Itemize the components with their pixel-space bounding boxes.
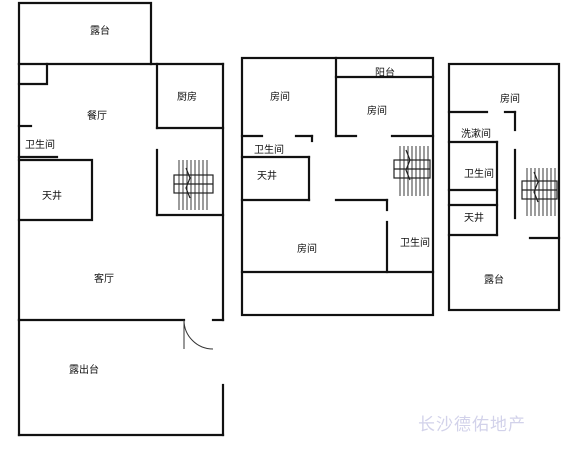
terrace-top-outline — [17, 1, 153, 66]
floor-2-plan — [240, 56, 435, 317]
wall — [17, 62, 49, 86]
label-balcony: 阳台 — [375, 66, 395, 79]
door-swing — [183, 319, 214, 350]
label-skywell-floor-3: 天井 — [464, 211, 484, 224]
label-bathroom-floor-2-left: 卫生间 — [254, 143, 284, 156]
label-room-floor-3: 房间 — [500, 92, 520, 105]
label-bathroom-floor-2-right: 卫生间 — [400, 236, 430, 249]
label-room-floor-2-right: 房间 — [367, 104, 387, 117]
label-room-floor-2-bottom: 房间 — [297, 242, 317, 255]
skywell-outline — [17, 158, 94, 222]
label-laundry-room: 洗漱间 — [461, 127, 491, 140]
staircase-floor-1 — [173, 160, 214, 210]
label-dining-room: 餐厅 — [87, 109, 107, 122]
floor-3-plan — [447, 62, 561, 312]
label-outdoor-terrace: 露出台 — [69, 363, 99, 376]
label-living-room: 客厅 — [94, 272, 114, 285]
label-terrace-floor-3: 露台 — [484, 273, 504, 286]
label-skywell-floor-1: 天井 — [42, 189, 62, 202]
watermark-text: 长沙德佑地产 — [418, 415, 526, 435]
label-kitchen: 厨房 — [177, 90, 197, 103]
label-terrace-top: 露台 — [90, 24, 110, 37]
label-skywell-floor-2: 天井 — [257, 169, 277, 182]
floor-2-outline — [240, 56, 435, 317]
label-bathroom-floor-1: 卫生间 — [25, 138, 55, 151]
staircase-floor-3 — [521, 168, 558, 216]
label-room-floor-2-left: 房间 — [270, 90, 290, 103]
staircase-floor-2 — [393, 146, 431, 196]
floor-3-outline — [447, 62, 561, 312]
label-bathroom-floor-3: 卫生间 — [464, 167, 494, 180]
floor-1-plan — [17, 1, 225, 437]
